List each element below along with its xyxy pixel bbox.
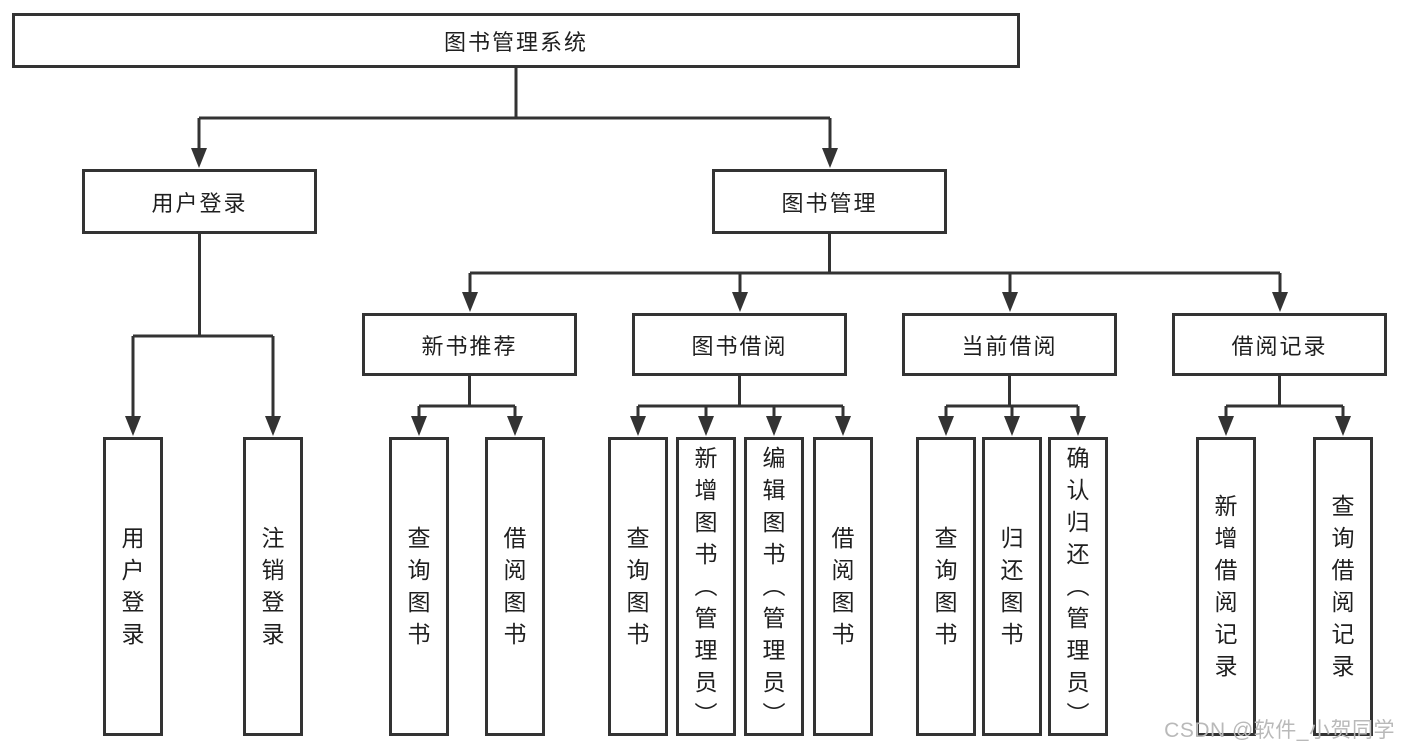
leaf-query-books-borrow-label: 查询图书 <box>626 525 650 647</box>
leaf-query-books-new: 查询图书 <box>389 437 449 736</box>
node-root: 图书管理系统 <box>12 13 1020 68</box>
leaf-borrow-books-label: 借阅图书 <box>831 525 855 647</box>
leaf-edit-books-admin-label: 编辑图书︵管理员︶ <box>762 445 786 727</box>
leaf-query-books-current-label: 查询图书 <box>934 525 958 647</box>
leaf-query-borrow-record: 查询借阅记录 <box>1313 437 1373 736</box>
node-book-management: 图书管理 <box>712 169 947 234</box>
leaf-edit-books-admin: 编辑图书︵管理员︶ <box>744 437 804 736</box>
leaf-confirm-return-admin: 确认归还︵管理员︶ <box>1048 437 1108 736</box>
leaf-add-books-admin: 新增图书︵管理员︶ <box>676 437 736 736</box>
leaf-user-login-label: 用户登录 <box>121 525 145 647</box>
leaf-add-borrow-record-label: 新增借阅记录 <box>1214 493 1238 679</box>
leaf-query-books-new-label: 查询图书 <box>407 525 431 647</box>
leaf-query-books-borrow: 查询图书 <box>608 437 668 736</box>
leaf-return-books-label: 归还图书 <box>1000 525 1024 647</box>
node-current-borrow-label: 当前借阅 <box>961 333 1058 359</box>
node-new-book-recommend: 新书推荐 <box>362 313 577 376</box>
leaf-query-books-current: 查询图书 <box>916 437 976 736</box>
leaf-user-login: 用户登录 <box>103 437 163 736</box>
leaf-confirm-return-admin-label: 确认归还︵管理员︶ <box>1066 445 1090 727</box>
node-user-login-label: 用户登录 <box>151 190 248 216</box>
node-current-borrow: 当前借阅 <box>902 313 1117 376</box>
node-user-login: 用户登录 <box>82 169 317 234</box>
leaf-borrow-books: 借阅图书 <box>813 437 873 736</box>
leaf-add-borrow-record: 新增借阅记录 <box>1196 437 1256 736</box>
leaf-logout: 注销登录 <box>243 437 303 736</box>
node-book-management-label: 图书管理 <box>781 190 878 216</box>
leaf-add-books-admin-label: 新增图书︵管理员︶ <box>694 445 718 727</box>
leaf-logout-label: 注销登录 <box>261 525 285 647</box>
leaf-borrow-books-new: 借阅图书 <box>485 437 545 736</box>
leaf-borrow-books-new-label: 借阅图书 <box>503 525 527 647</box>
node-borrow-records: 借阅记录 <box>1172 313 1387 376</box>
node-new-book-recommend-label: 新书推荐 <box>421 333 518 359</box>
arrowhead-icons <box>125 148 1351 436</box>
node-book-borrow: 图书借阅 <box>632 313 847 376</box>
node-root-label: 图书管理系统 <box>443 29 588 55</box>
leaf-return-books: 归还图书 <box>982 437 1042 736</box>
node-book-borrow-label: 图书借阅 <box>691 333 788 359</box>
csdn-watermark: CSDN @软件_小贺同学 <box>1164 719 1395 742</box>
node-borrow-records-label: 借阅记录 <box>1231 333 1328 359</box>
leaf-query-borrow-record-label: 查询借阅记录 <box>1331 493 1355 679</box>
